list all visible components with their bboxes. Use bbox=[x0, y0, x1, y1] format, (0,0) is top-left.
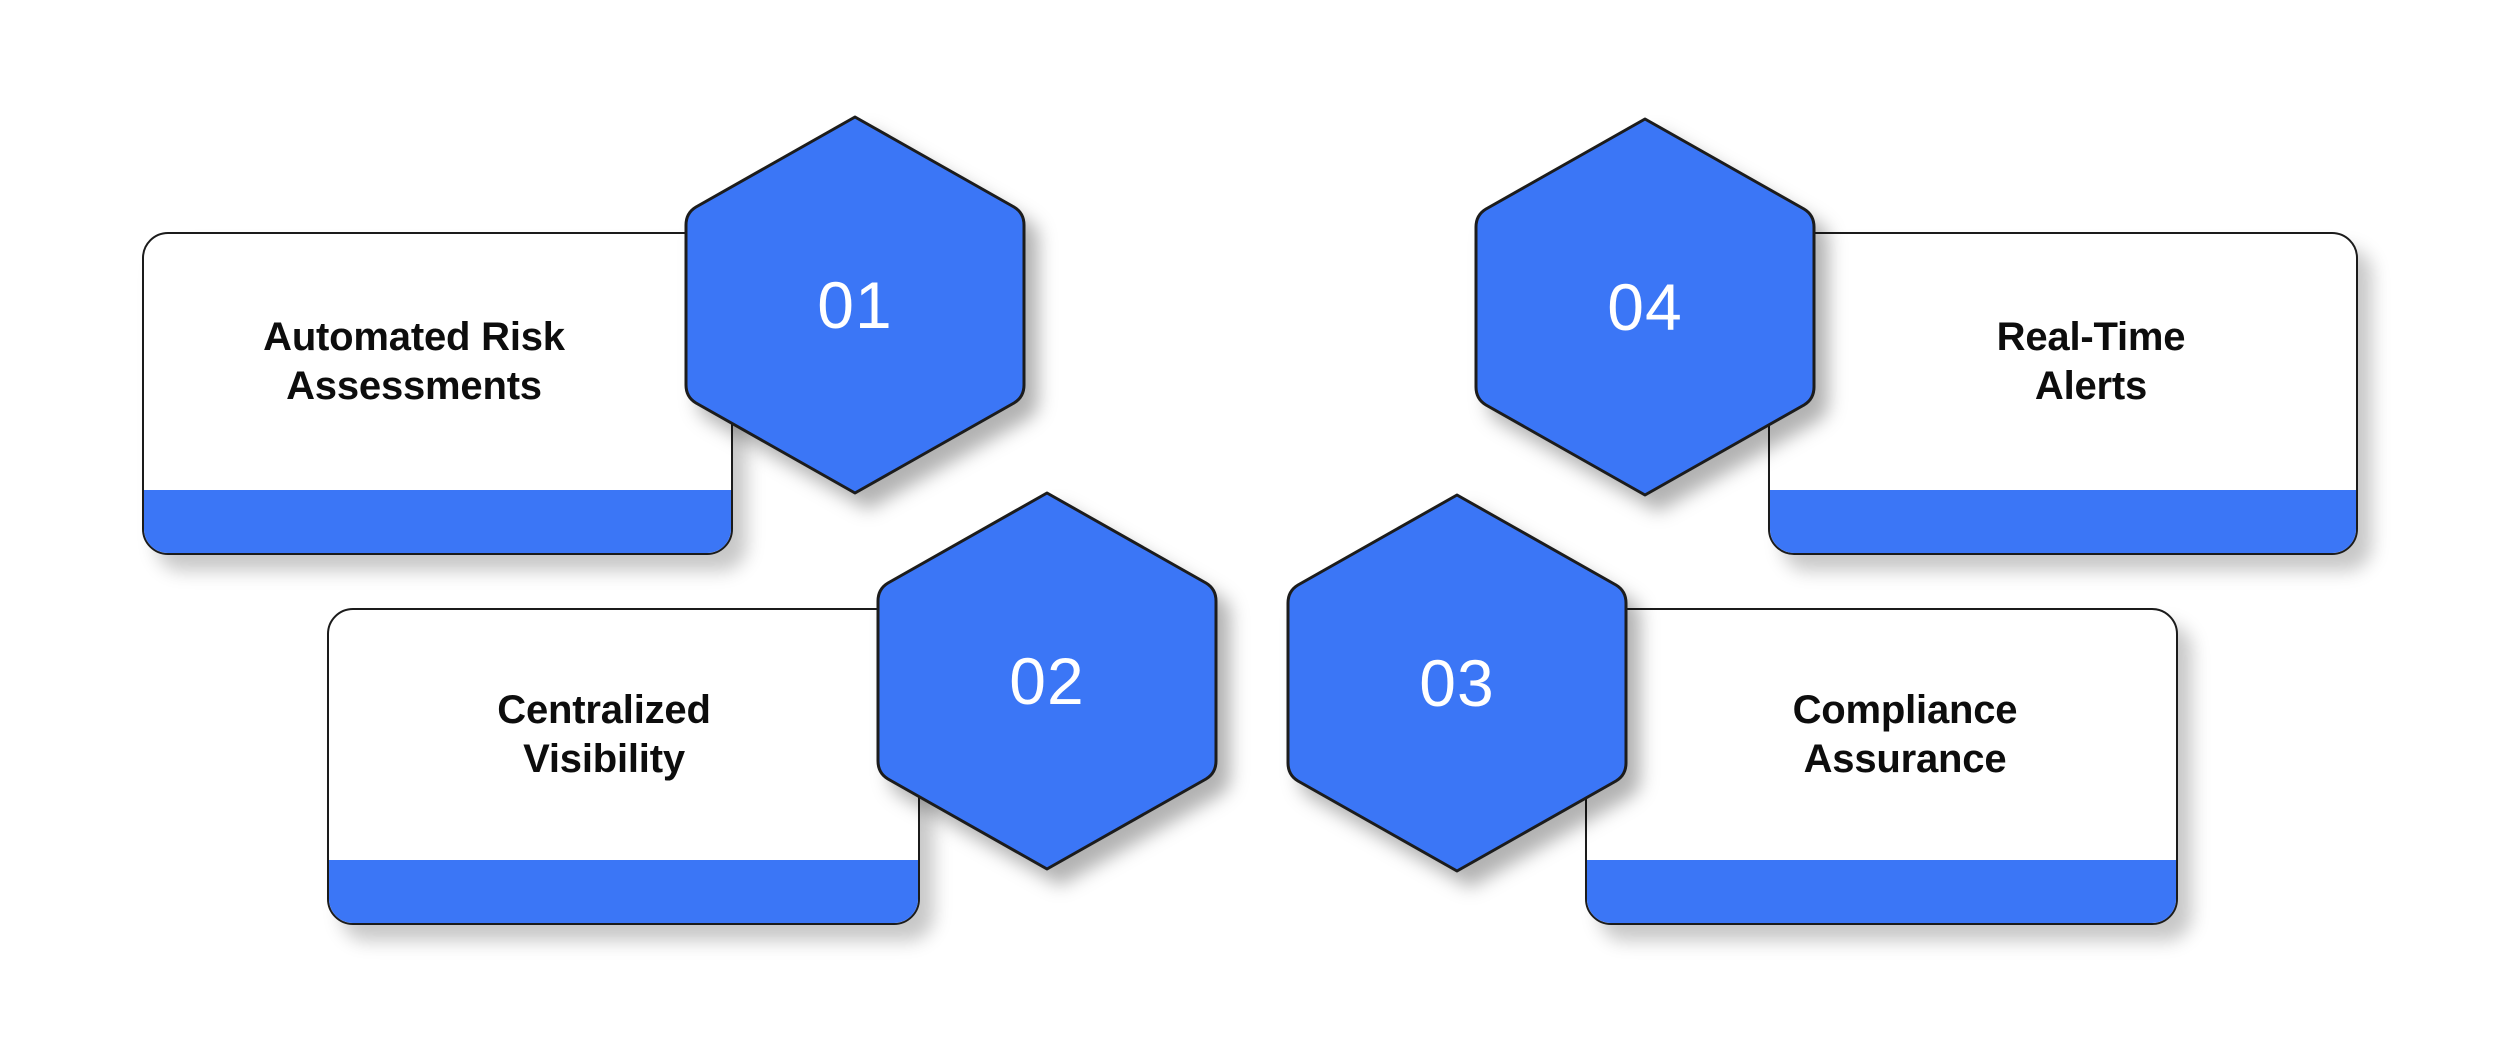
step-card-02-title: Centralized Visibility bbox=[497, 688, 711, 781]
step-card-02[interactable]: Centralized Visibility bbox=[327, 608, 920, 925]
step-card-02-accent-bar bbox=[329, 860, 918, 923]
hexagon-icon bbox=[876, 491, 1218, 871]
step-hexagon-04[interactable]: 04 bbox=[1472, 115, 1818, 499]
step-card-03-body: Compliance Assurance bbox=[1587, 610, 2176, 860]
hexagon-icon bbox=[684, 115, 1026, 495]
step-card-04-body: Real-Time Alerts bbox=[1770, 234, 2356, 490]
step-card-03-accent-bar bbox=[1587, 860, 2176, 923]
step-card-03-title: Compliance Assurance bbox=[1792, 688, 2018, 781]
step-card-01[interactable]: Automated Risk Assessments bbox=[142, 232, 733, 555]
step-card-04[interactable]: Real-Time Alerts bbox=[1768, 232, 2358, 555]
step-hexagon-01[interactable]: 01 bbox=[682, 113, 1028, 497]
step-card-01-title: Automated Risk Assessments bbox=[263, 315, 565, 408]
step-card-04-title: Real-Time Alerts bbox=[1996, 315, 2186, 408]
step-hexagon-02[interactable]: 02 bbox=[874, 489, 1220, 873]
step-card-02-body: Centralized Visibility bbox=[329, 610, 918, 860]
step-card-01-accent-bar bbox=[144, 490, 731, 553]
step-card-03[interactable]: Compliance Assurance bbox=[1585, 608, 2178, 925]
step-hexagon-03[interactable]: 03 bbox=[1284, 491, 1630, 875]
hexagon-icon bbox=[1286, 493, 1628, 873]
step-card-04-accent-bar bbox=[1770, 490, 2356, 553]
step-card-01-body: Automated Risk Assessments bbox=[144, 234, 731, 490]
hexagon-icon bbox=[1474, 117, 1816, 497]
